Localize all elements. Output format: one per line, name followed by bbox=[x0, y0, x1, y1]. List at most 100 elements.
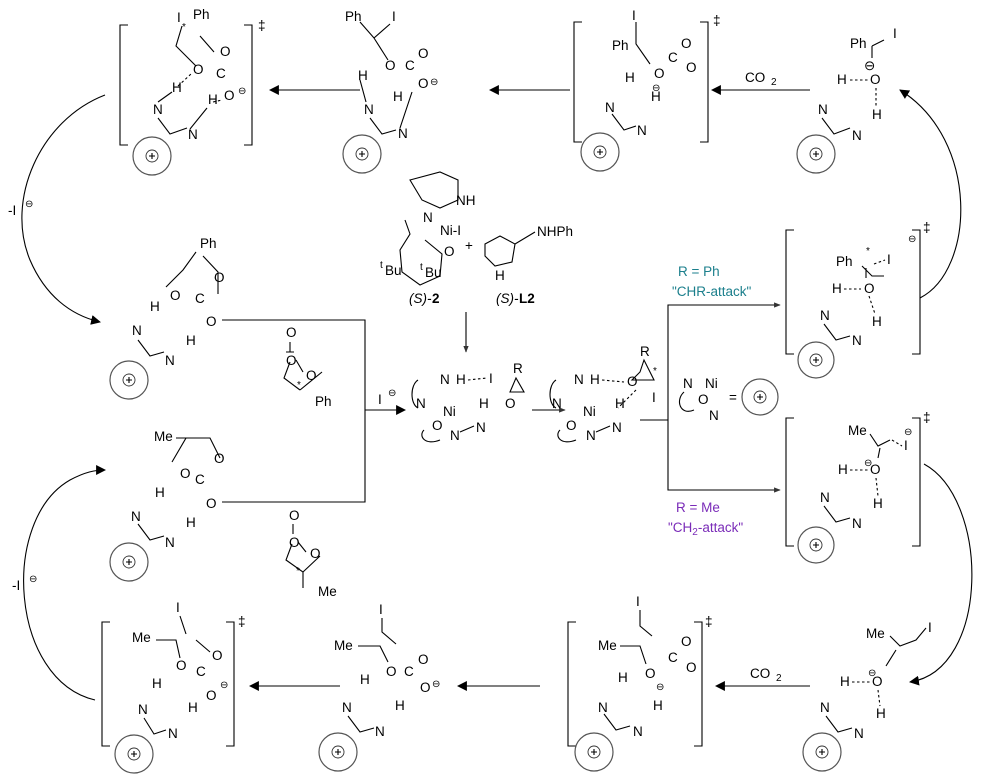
svg-text:O: O bbox=[212, 648, 223, 663]
svg-text:Me: Me bbox=[318, 584, 337, 599]
svg-text:H: H bbox=[208, 92, 218, 107]
svg-text:Me: Me bbox=[334, 638, 353, 653]
svg-text:H: H bbox=[618, 670, 628, 685]
svg-text:Ph: Ph bbox=[850, 36, 867, 51]
svg-text:H: H bbox=[150, 299, 160, 314]
svg-text:I: I bbox=[176, 600, 180, 615]
svg-text:O: O bbox=[289, 508, 300, 523]
svg-text:I: I bbox=[489, 371, 493, 386]
svg-text:-I: -I bbox=[12, 578, 20, 593]
svg-text:H: H bbox=[876, 706, 886, 721]
svg-text:H: H bbox=[872, 107, 882, 122]
svg-text:H: H bbox=[840, 674, 850, 689]
svg-text:Me: Me bbox=[598, 638, 617, 653]
svg-text:=: = bbox=[729, 390, 737, 405]
svg-text:O: O bbox=[686, 660, 697, 675]
svg-text:⊖: ⊖ bbox=[430, 77, 438, 88]
co2-label-top: CO bbox=[745, 70, 765, 85]
svg-text:O: O bbox=[306, 368, 317, 383]
svg-text:H: H bbox=[838, 462, 848, 477]
svg-text:(S)-: (S)- bbox=[409, 291, 432, 306]
svg-text:⊖: ⊖ bbox=[652, 83, 660, 94]
label-r-ph: R = Ph bbox=[678, 264, 720, 279]
svg-text:Ni: Ni bbox=[443, 404, 456, 419]
svg-text:*: * bbox=[866, 246, 870, 257]
svg-text:2: 2 bbox=[771, 77, 777, 88]
svg-text:N: N bbox=[854, 726, 864, 741]
svg-text:t: t bbox=[420, 262, 423, 273]
svg-text:O: O bbox=[386, 664, 397, 679]
svg-text:(S)-: (S)- bbox=[496, 291, 519, 306]
svg-text:H: H bbox=[872, 314, 882, 329]
svg-text:N: N bbox=[165, 535, 175, 550]
svg-text:I: I bbox=[379, 602, 383, 617]
svg-text:I: I bbox=[652, 390, 656, 405]
bound-carbonate-me: Me O O C O H H N N bbox=[109, 429, 225, 582]
svg-text:O: O bbox=[444, 244, 455, 259]
svg-text:-I: -I bbox=[8, 203, 16, 218]
label-r-me: R = Me bbox=[676, 500, 720, 515]
svg-text:‡: ‡ bbox=[923, 410, 931, 425]
svg-text:O: O bbox=[310, 546, 321, 561]
svg-text:O: O bbox=[686, 60, 697, 75]
svg-text:N: N bbox=[476, 420, 486, 435]
svg-text:L2: L2 bbox=[519, 291, 535, 306]
svg-text:H: H bbox=[456, 372, 466, 387]
svg-text:O: O bbox=[220, 44, 231, 59]
svg-text:O: O bbox=[170, 288, 181, 303]
label-chr-attack: "CHR-attack" bbox=[672, 284, 752, 299]
svg-text:O: O bbox=[418, 46, 429, 61]
svg-text:R: R bbox=[513, 361, 523, 376]
ni-complex-iodide: N H I N Ni H O N N R O bbox=[411, 361, 525, 443]
svg-text:*: * bbox=[182, 22, 186, 33]
svg-text:N: N bbox=[818, 102, 828, 117]
svg-text:Ph: Ph bbox=[200, 236, 217, 251]
svg-text:H: H bbox=[590, 372, 600, 387]
svg-text:I: I bbox=[378, 392, 382, 407]
svg-text:‡: ‡ bbox=[258, 18, 266, 33]
svg-text:O: O bbox=[193, 62, 204, 77]
svg-text:O: O bbox=[180, 466, 191, 481]
svg-text:O: O bbox=[214, 451, 225, 466]
svg-text:N: N bbox=[153, 102, 163, 117]
svg-text:⊖: ⊖ bbox=[656, 682, 664, 693]
svg-text:N: N bbox=[612, 420, 622, 435]
connector-left bbox=[222, 319, 366, 503]
svg-text:O: O bbox=[206, 688, 217, 703]
svg-text:N: N bbox=[132, 323, 142, 338]
svg-text:O: O bbox=[214, 270, 225, 285]
free-carbonate-me: O O O * Me bbox=[285, 508, 337, 599]
svg-text:H: H bbox=[395, 698, 405, 713]
svg-text:C: C bbox=[668, 50, 678, 65]
svg-text:C: C bbox=[195, 472, 205, 487]
svg-text:O: O bbox=[206, 496, 217, 511]
svg-text:Ni: Ni bbox=[583, 404, 596, 419]
svg-text:H: H bbox=[479, 396, 489, 411]
svg-text:C: C bbox=[196, 664, 206, 679]
svg-text:O: O bbox=[505, 396, 516, 411]
svg-text:⊖: ⊖ bbox=[864, 58, 875, 73]
svg-text:N: N bbox=[168, 726, 178, 741]
arrow-right-down bbox=[909, 463, 973, 686]
svg-text:N: N bbox=[852, 333, 862, 348]
svg-text:N: N bbox=[709, 408, 719, 423]
svg-text:*: * bbox=[653, 366, 657, 377]
svg-text:N: N bbox=[423, 210, 433, 225]
svg-text:O: O bbox=[176, 658, 187, 673]
svg-text:⊖: ⊖ bbox=[432, 679, 440, 690]
svg-text:⊖: ⊖ bbox=[238, 86, 246, 97]
svg-text:Ph: Ph bbox=[612, 38, 629, 53]
svg-text:O: O bbox=[864, 281, 875, 296]
svg-text:N: N bbox=[820, 490, 830, 505]
svg-text:O: O bbox=[872, 674, 883, 689]
svg-text:⊖: ⊖ bbox=[220, 680, 228, 691]
svg-text:N: N bbox=[131, 509, 141, 524]
svg-text:N: N bbox=[188, 127, 198, 142]
svg-text:⊖: ⊖ bbox=[904, 427, 912, 438]
label-ch2-attack: "CH2-attack" bbox=[668, 520, 743, 538]
ts-co2-attack-ph: ‡ I Ph O ⊖ C O O H H N N bbox=[573, 8, 721, 172]
svg-text:O: O bbox=[654, 66, 665, 81]
svg-text:N: N bbox=[398, 126, 408, 141]
ts-ring-opening-me: ‡ ⊖ Me I O ⊖ H H N N bbox=[785, 410, 931, 564]
svg-text:N: N bbox=[165, 353, 175, 368]
